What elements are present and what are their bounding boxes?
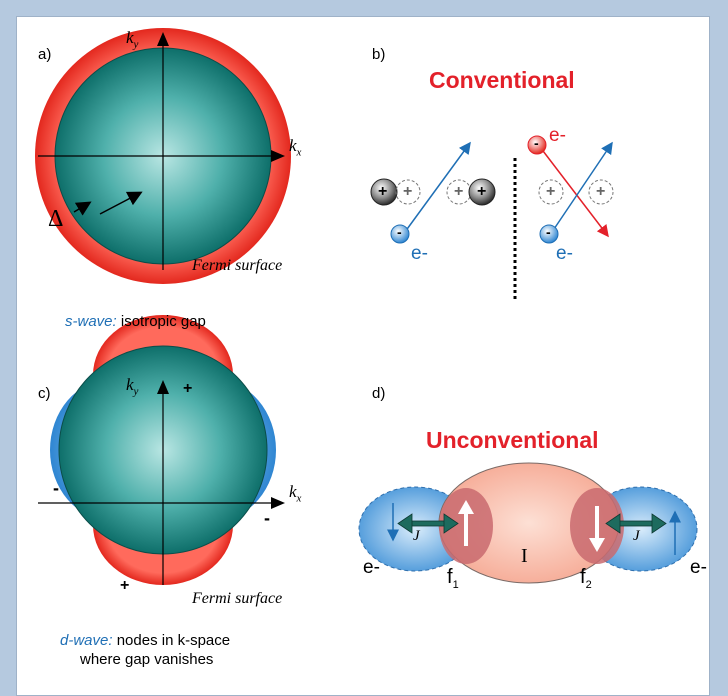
panel-d-label: d) — [372, 385, 386, 402]
ion-sign-4: + — [477, 183, 487, 200]
insulator-label: I — [521, 545, 528, 567]
exchange-arrow-left — [397, 513, 459, 534]
electron-sign-1: - — [397, 224, 402, 240]
s-wave-caption: s-wave: isotropic gap — [65, 313, 206, 330]
electron-red — [527, 135, 547, 155]
spin-up-arrow-head — [458, 500, 474, 514]
kx-arrow-icon-d — [271, 497, 285, 509]
unconventional-title: Unconventional — [426, 427, 599, 453]
ion-sign-2: + — [403, 183, 413, 200]
panel-a-label: a) — [38, 46, 52, 63]
kx-arrow-icon — [271, 150, 285, 162]
fermi-surface-label-d: Fermi surface — [192, 590, 283, 607]
f1-label: f1 — [447, 566, 459, 591]
gap-arrow-inner — [99, 191, 143, 215]
electron-blue-2 — [539, 224, 559, 244]
electron-path-blue-2 — [551, 141, 613, 233]
f2-label: f2 — [580, 566, 592, 591]
panel-c-label: c) — [38, 385, 51, 402]
ion-left — [370, 178, 398, 206]
spin-down-arrow-head — [589, 538, 605, 552]
kx-axis-label: kx — [289, 136, 302, 159]
electron-sign-2: - — [534, 135, 539, 151]
plus-bottom: + — [120, 577, 130, 594]
kx-axis-label-d: kx — [289, 482, 302, 505]
fermi-surface-label: Fermi surface — [192, 257, 283, 274]
ky-axis-label: ky — [126, 28, 139, 51]
exchange-label-right: J — [633, 528, 640, 544]
exchange-arrow-right — [605, 513, 667, 534]
electron-path-red — [539, 146, 609, 238]
plus-top: + — [183, 380, 193, 397]
ky-arrow-icon — [157, 32, 169, 46]
exchange-label-left: J — [413, 528, 420, 544]
gap-symbol: Δ — [48, 206, 64, 232]
gap-arrow-outer — [73, 201, 92, 216]
panel-a-diagram — [35, 28, 291, 284]
ion-ghost-4 — [588, 179, 614, 205]
d-wave-caption-line2: where gap vanishes — [80, 651, 214, 668]
electron-label-2: e- — [549, 125, 566, 146]
ky-axis-label-d: ky — [126, 375, 139, 398]
ion-sign-5: + — [546, 183, 556, 200]
minus-left: - — [53, 478, 59, 498]
electron-path-blue — [401, 141, 471, 237]
electron-sign-3: - — [546, 224, 551, 240]
ion-sign-1: + — [378, 183, 388, 200]
electron-label-1: e- — [411, 243, 428, 264]
electron-label-left: e- — [363, 557, 380, 578]
conventional-title: Conventional — [429, 67, 575, 93]
ion-ghost-3 — [538, 179, 564, 205]
ky-arrow-icon-d — [157, 380, 169, 394]
figure-graphics — [35, 28, 698, 585]
panel-c-diagram — [38, 315, 285, 585]
d-wave-caption: d-wave: nodes in k-space — [60, 632, 231, 649]
ion-sign-3: + — [454, 183, 464, 200]
panel-b-label: b) — [372, 46, 386, 63]
ion-sign-6: + — [596, 183, 606, 200]
ion-ghost-1 — [395, 179, 421, 205]
electron-label-3: e- — [556, 243, 573, 264]
electron-blue — [390, 224, 410, 244]
panel-b-diagram — [370, 135, 614, 300]
minus-right: - — [264, 508, 270, 528]
panel-d-diagram — [358, 462, 698, 584]
electron-label-right: e- — [690, 557, 707, 578]
ion-right — [468, 178, 496, 206]
